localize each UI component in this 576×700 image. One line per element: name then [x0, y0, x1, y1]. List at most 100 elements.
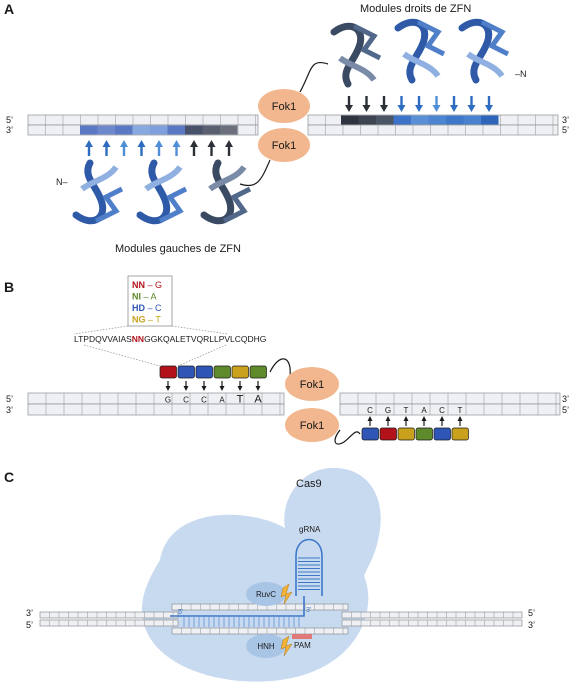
down-arrow — [380, 96, 388, 112]
hnh-label: HNH — [257, 642, 275, 651]
panel-b: B NN – GNI – AHD – CNG – T LTPDQVVAIASNN… — [4, 275, 569, 445]
panel-a-label: A — [4, 1, 14, 17]
left-base-pair: T — [237, 381, 244, 406]
rvd-legend: NN – GNI – AHD – CNG – T — [132, 280, 162, 325]
left-target-base: C — [183, 396, 189, 405]
rvd-separator: – — [145, 303, 155, 313]
panel-a-end-5-bottom: 5’ — [562, 125, 569, 135]
cas9-dna-top-strand-right — [341, 611, 523, 619]
up-arrow — [207, 140, 216, 156]
tale-repeat-module — [231, 365, 249, 379]
down-arrow — [397, 96, 406, 112]
right-target-base: C — [439, 406, 445, 415]
left-binding-site-segment — [202, 125, 220, 135]
tale-repeat-sequence: LTPDQVVAIASNNGGKQALETVQRLLPVLCQDHG — [74, 334, 266, 344]
right-binding-site-segment — [481, 115, 499, 125]
up-arrow — [190, 140, 198, 156]
panel-a-binding-arrows — [85, 96, 493, 156]
left-binding-site-segment — [132, 125, 150, 135]
left-binding-site-segment — [115, 125, 133, 135]
down-arrow — [345, 96, 353, 112]
right-binding-site-segment — [341, 115, 359, 125]
left-target-base: A — [219, 396, 225, 405]
tale-repeat-module — [415, 427, 433, 441]
right-base-pair: T — [403, 406, 409, 426]
left-zinc-finger-modules: N– — [56, 159, 252, 225]
tale-repeat-module — [195, 365, 213, 379]
grna-label: gRNA — [299, 525, 321, 534]
cas9-label: Cas9 — [296, 478, 322, 490]
left-base-pair: A — [254, 381, 262, 406]
right-tale-array — [361, 427, 469, 441]
left-binding-site-segment — [80, 125, 98, 135]
tale-fok1-top-label: Fok1 — [300, 379, 324, 391]
rvd-base: C — [155, 303, 162, 313]
tale-repeat-module — [397, 427, 415, 441]
rvd-code: NG — [132, 315, 146, 325]
fok1-top-label: Fok1 — [272, 101, 296, 113]
right-tale-linker — [334, 429, 361, 445]
panel-a-end-5-top: 5’ — [6, 115, 13, 125]
tale-dna-top-strand-left — [27, 392, 285, 405]
tale-repeat-module — [379, 427, 397, 441]
rvd-legend-item: NN – G — [132, 280, 162, 290]
zinc-finger-module — [394, 18, 446, 84]
panel-c-end-3-bottom: 3’ — [528, 620, 535, 630]
right-target-base: T — [404, 406, 409, 415]
panel-b-end-3-top: 3’ — [562, 394, 569, 404]
right-target-base: T — [458, 406, 463, 415]
tale-fok1-top-domain — [285, 367, 339, 401]
panel-c-end-5-bottom: 5’ — [26, 620, 33, 630]
right-linker — [299, 61, 329, 93]
down-arrow — [485, 96, 493, 112]
left-target-base: C — [201, 396, 207, 405]
tale-repeat-module — [451, 427, 469, 441]
right-base-pair: T — [457, 406, 463, 426]
panel-a-dna — [27, 114, 559, 136]
panel-c-end-5-top: 5’ — [528, 608, 535, 618]
right-base-pair: C — [439, 406, 445, 426]
rvd-separator: – — [145, 280, 155, 290]
callout-line-left — [73, 325, 129, 335]
left-modules-title: Modules gauches de ZFN — [115, 243, 241, 255]
rvd-legend-box — [127, 275, 173, 327]
tale-dna-bottom-strand-left — [27, 403, 285, 416]
ruvc-domain — [246, 582, 286, 606]
cas9-dna-bottom-strand-left — [39, 619, 179, 627]
down-arrow — [362, 96, 371, 112]
right-binding-site-segment — [358, 115, 376, 125]
tale-dna-bottom-strand-right — [339, 403, 561, 416]
zinc-finger-module — [200, 159, 252, 225]
tale-repeat-module — [249, 365, 267, 379]
left-target-base: G — [165, 396, 171, 405]
zinc-finger-module — [458, 18, 510, 84]
left-base-pair: C — [183, 381, 189, 405]
grna-3-end: 3’ — [306, 607, 312, 614]
sequence-prefix: LTPDQVVAIAS — [74, 334, 132, 344]
tale-repeat-module — [177, 365, 195, 379]
left-binding-site-segment — [185, 125, 203, 135]
rvd-legend-item: HD – C — [132, 303, 162, 313]
hnh-cleavage-icon — [280, 635, 293, 657]
ruvc-label: RuvC — [256, 590, 276, 599]
rvd-base: G — [155, 280, 162, 290]
fok1-bottom-label: Fok1 — [272, 140, 296, 152]
panel-b-label: B — [4, 279, 14, 295]
tale-repeat-module — [361, 427, 379, 441]
up-arrow — [137, 140, 146, 156]
right-binding-site-segment — [446, 115, 464, 125]
callout-line-seq-left — [83, 344, 161, 367]
down-arrow — [432, 96, 441, 112]
panel-a-end-3-bottom: 3’ — [6, 125, 13, 135]
tale-fok1-bottom-label: Fok1 — [300, 420, 324, 432]
panel-b-end-5-top: 5’ — [6, 394, 13, 404]
panel-c-dna — [39, 603, 523, 635]
right-base-pair: G — [385, 406, 391, 426]
left-base-pair: G — [165, 381, 171, 405]
sequence-suffix: GGKQALETVQRLLPVLCQDHG — [144, 334, 266, 344]
rvd-base: T — [155, 315, 161, 325]
dna-top-strand-left — [27, 114, 259, 126]
panel-c: C Cas9 gRNA 5’ 3’ RuvC HNH PAM 3’ 5’ 5’ … — [4, 467, 535, 682]
up-arrow — [172, 140, 181, 156]
